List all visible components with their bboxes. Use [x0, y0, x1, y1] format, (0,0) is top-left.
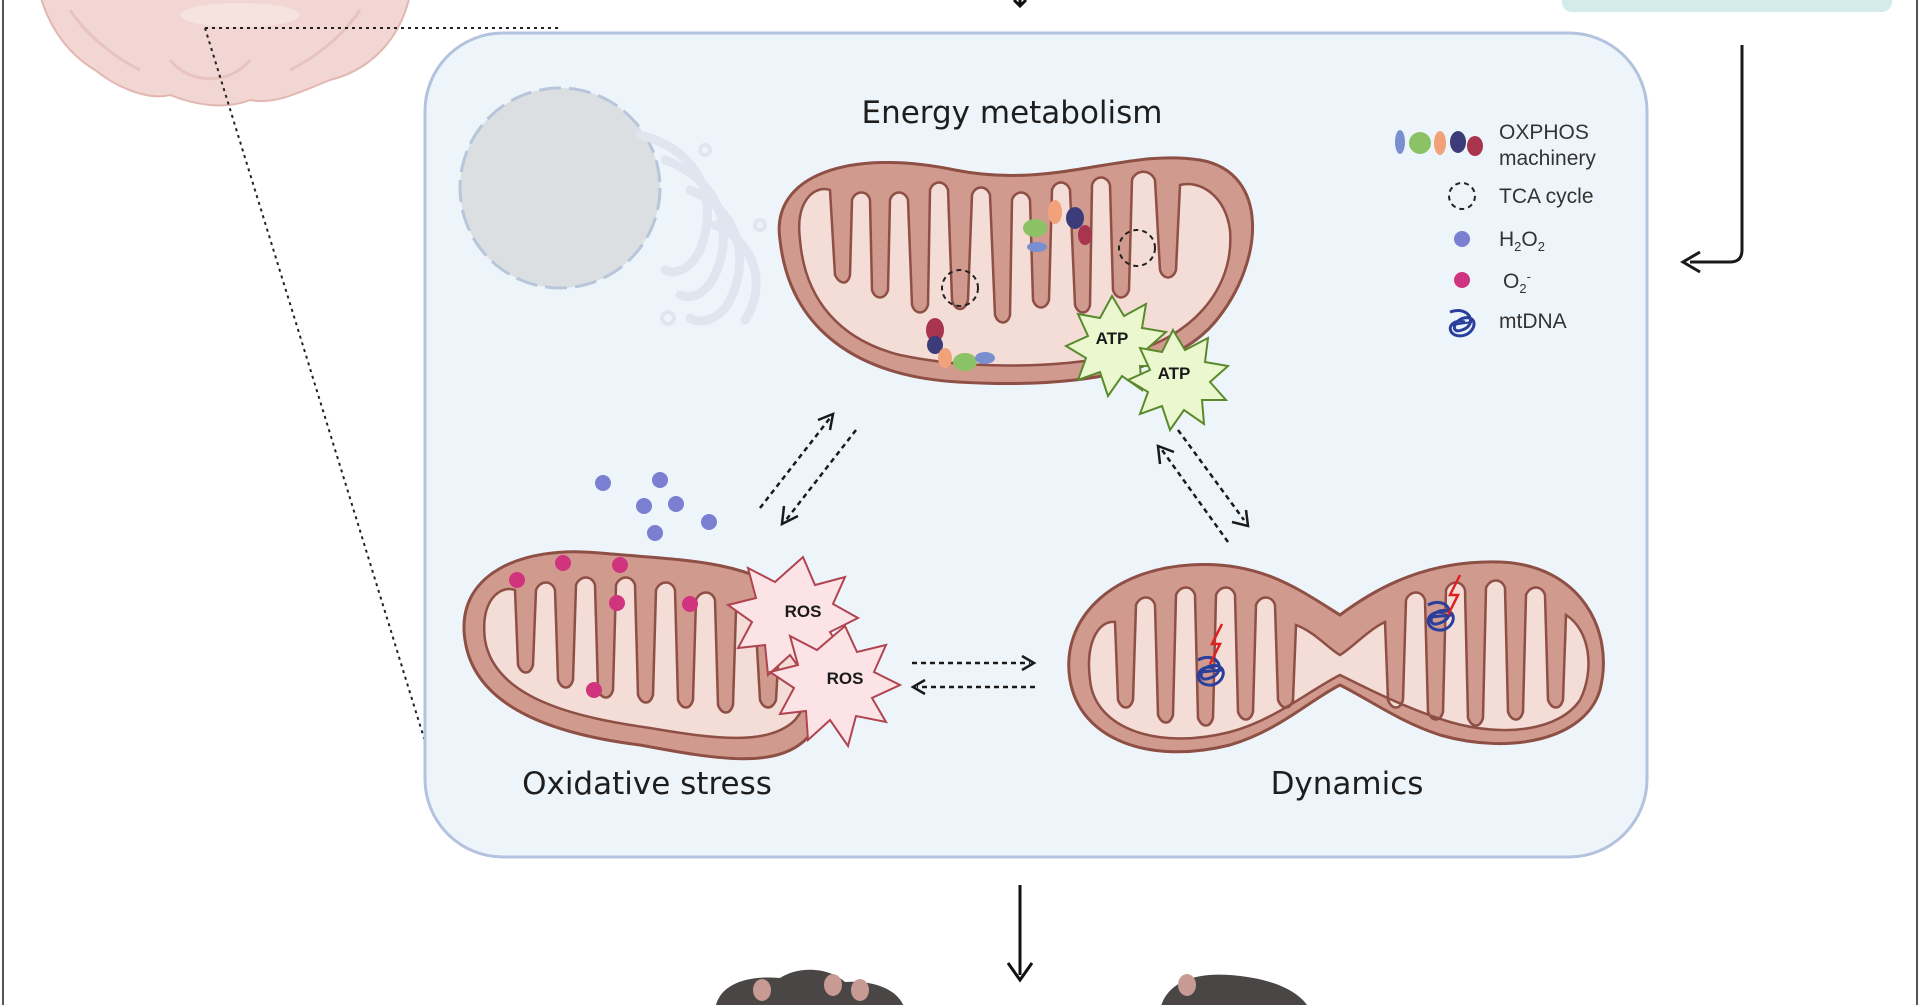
- atp-burst-2: ATP: [1125, 327, 1231, 433]
- o2-dot-icon: [1454, 272, 1470, 288]
- legend: OXPHOS machinery TCA cycle H2O2 O2- mtDN…: [1395, 121, 1596, 338]
- oxidative-stress-title: Oxidative stress: [522, 766, 772, 802]
- legend-oxphos-line1: OXPHOS: [1499, 121, 1589, 144]
- legend-mtdna: mtDNA: [1499, 310, 1567, 333]
- mitochondrion-dynamics: [1067, 560, 1605, 754]
- energy-metabolism-title: Energy metabolism: [861, 95, 1162, 131]
- atp-burst-1: ATP: [1063, 293, 1169, 399]
- arrows-oxidative-dynamics: [910, 654, 1037, 696]
- legend-oxphos-line2: machinery: [1499, 147, 1596, 170]
- arrows-energy-dynamics: [1156, 429, 1250, 543]
- arrows-energy-oxidative: [759, 411, 857, 527]
- arrow-right-elbow: [1690, 45, 1744, 264]
- arrow-top-in: [1012, 0, 1028, 9]
- legend-o2: O2-: [1503, 269, 1531, 296]
- h2o2-dot-icon: [1454, 231, 1470, 247]
- legend-tca: TCA cycle: [1499, 185, 1594, 208]
- oxphos-icon: [1395, 130, 1483, 156]
- legend-h2o2: H2O2: [1499, 228, 1545, 254]
- zoom-line-diagonal: [204, 27, 441, 791]
- ros-label-2: ROS: [827, 669, 864, 688]
- mice-illustration: [716, 969, 1307, 1005]
- teal-box-fragment: [1562, 0, 1892, 12]
- ros-label-1: ROS: [785, 602, 822, 621]
- h2o2-dots: [595, 472, 717, 541]
- nucleus-organelle: [458, 86, 767, 326]
- mtdna-icon: [1448, 309, 1476, 338]
- damage-bolt-icon-2: [1446, 574, 1462, 616]
- atp-label-1: ATP: [1096, 329, 1129, 348]
- ros-burst-2: ROS: [767, 624, 903, 749]
- o2-dots: [509, 555, 698, 698]
- atp-label-2: ATP: [1158, 364, 1191, 383]
- brain-illustration: [40, 0, 410, 107]
- dynamics-title: Dynamics: [1271, 766, 1424, 802]
- damage-bolt-icon-1: [1208, 623, 1224, 665]
- mtdna-cluster-1: [1196, 656, 1225, 687]
- tca-cycle-icon: [1448, 182, 1476, 210]
